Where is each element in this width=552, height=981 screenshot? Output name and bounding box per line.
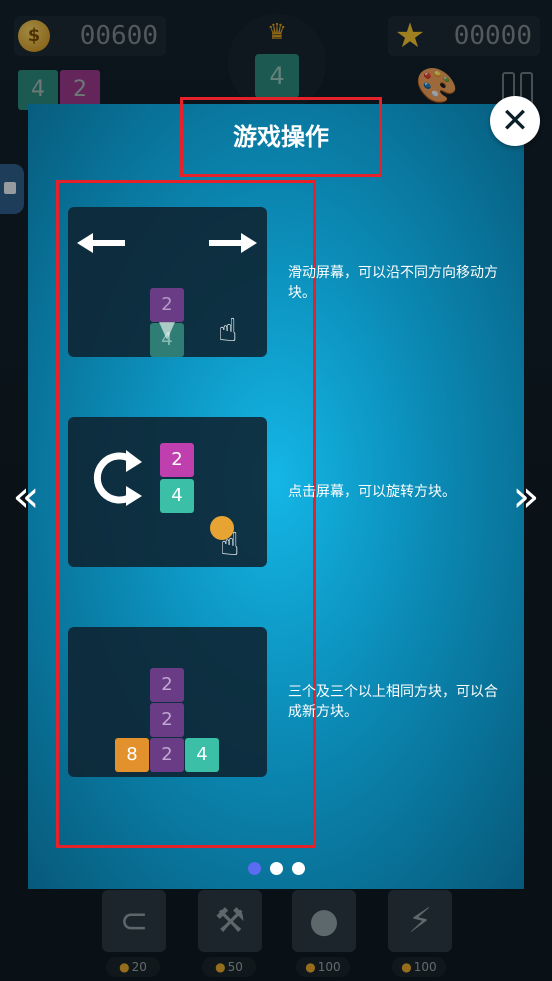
coin-count: 00600 [79, 21, 158, 51]
step-description: 三个及三个以上相同方块，可以合成新方块。 [288, 684, 498, 720]
next-tile: 4 [18, 70, 58, 110]
hand-pointer-icon: ☝ [220, 525, 240, 563]
lightning-icon[interactable]: ⚡ [388, 890, 452, 952]
bomb-icon[interactable]: ● [292, 890, 356, 952]
coin-counter: $ 00600 [14, 16, 166, 56]
step-description: 点击屏幕，可以旋转方块。 [288, 484, 456, 500]
palette-icon[interactable]: 🎨 [415, 66, 459, 106]
hammer-icon[interactable]: ⚒ [198, 890, 262, 952]
page-dot[interactable] [248, 862, 261, 875]
arrow-left-icon [77, 233, 127, 253]
magnet-icon[interactable]: ⊂ [102, 890, 166, 952]
next-page-button[interactable]: » [512, 471, 540, 522]
arrow-down-icon [159, 322, 175, 340]
page-indicator [248, 862, 308, 876]
powerup-price: ●50 [202, 957, 256, 977]
star-icon: ★ [394, 16, 426, 56]
hand-pointer-icon: ☝ [218, 311, 238, 349]
powerup-price: ●100 [296, 957, 350, 977]
tile: 2 [160, 443, 194, 477]
tile: 8 [115, 738, 149, 772]
arrow-right-icon [207, 233, 257, 253]
rotate-icon [93, 450, 142, 506]
coin-icon: $ [18, 20, 50, 52]
page-dot[interactable] [292, 862, 305, 875]
tile: 2 [150, 703, 184, 737]
best-tile: 4 [255, 54, 299, 98]
close-button[interactable]: ✕ [490, 96, 540, 146]
tutorial-steps-highlight [56, 180, 316, 848]
star-counter: ★ 00000 [388, 16, 540, 56]
side-menu-tab[interactable] [0, 164, 24, 214]
tile: 2 [150, 738, 184, 772]
tutorial-title: 游戏操作 [180, 97, 382, 177]
next-tile: 2 [60, 70, 100, 110]
powerup-price: ●100 [392, 957, 446, 977]
page-dot[interactable] [270, 862, 283, 875]
crown-icon: ♛ [267, 20, 287, 45]
tile: 4 [160, 479, 194, 513]
previous-page-button[interactable]: « [12, 471, 40, 522]
star-count: 00000 [453, 21, 532, 51]
tap-indicator [210, 516, 234, 540]
tile: 2 [150, 288, 184, 322]
tile: 4 [185, 738, 219, 772]
tile: 2 [150, 668, 184, 702]
step-description: 滑动屏幕，可以沿不同方向移动方块。 [288, 265, 498, 301]
powerup-price: ●20 [106, 957, 160, 977]
